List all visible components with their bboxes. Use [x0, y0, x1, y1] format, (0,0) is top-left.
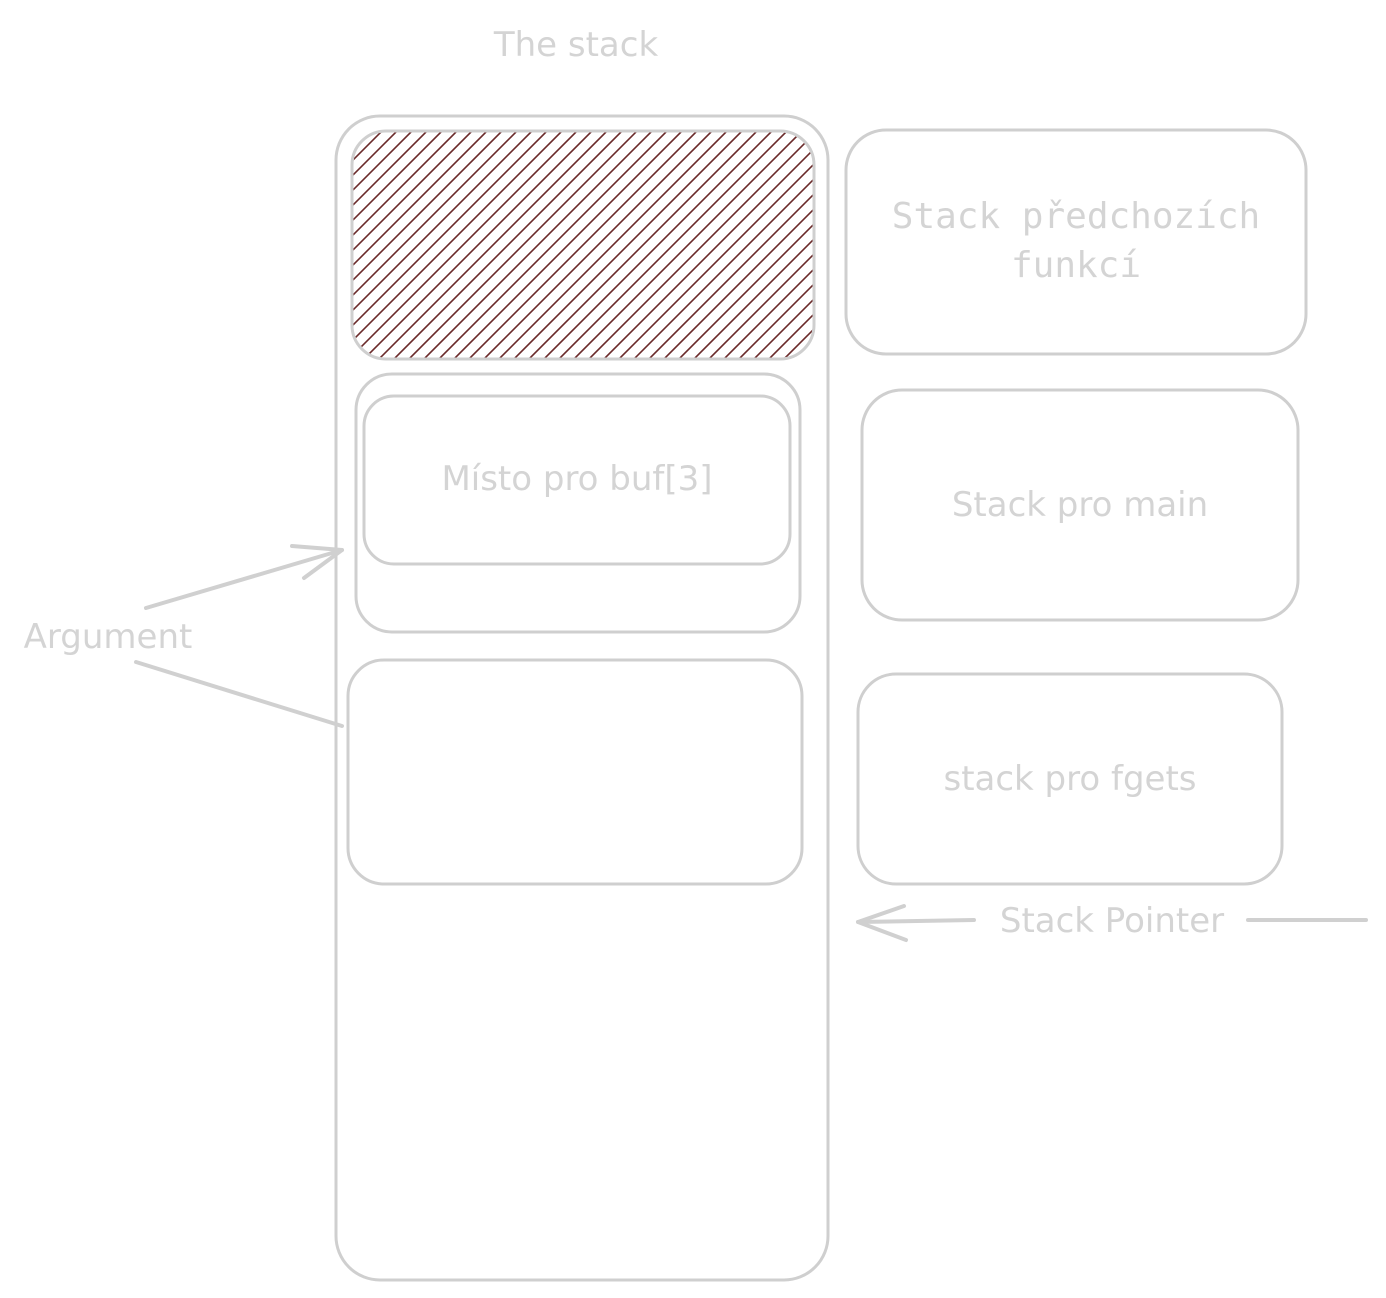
- hatch-line: [768, 131, 814, 359]
- hatch-line: [352, 131, 458, 359]
- hatch-line: [352, 131, 578, 359]
- hatch-line: [558, 131, 788, 359]
- frame-previous-functions-label: Stack předchozích: [892, 196, 1260, 237]
- hatch-line: [528, 131, 758, 359]
- hatch-line: [352, 131, 398, 359]
- hatch-line: [603, 131, 814, 359]
- hatch-line: [798, 131, 814, 359]
- hatch-line: [483, 131, 713, 359]
- hatch-line: [352, 131, 548, 359]
- stack-container: [334, 114, 830, 1282]
- argument-arrow-up: [144, 544, 344, 610]
- hatch-line: [378, 131, 608, 359]
- hatch-line: [663, 131, 814, 359]
- frame-main: [860, 388, 1300, 622]
- hatch-line: [468, 131, 698, 359]
- hatch-line: [352, 131, 353, 359]
- hatch-line: [352, 131, 383, 359]
- hatch-line: [708, 131, 814, 359]
- hatch-line: [693, 131, 814, 359]
- hatch-line: [543, 131, 773, 359]
- stack-pointer-label: Stack Pointer: [1000, 901, 1224, 941]
- frame-previous-functions: [844, 128, 1308, 356]
- hatch-line: [352, 131, 518, 359]
- hatch-line: [573, 131, 803, 359]
- hatch-line: [363, 131, 593, 359]
- argument-label: Argument: [24, 617, 193, 657]
- hatch-line: [723, 131, 814, 359]
- hatch-line: [753, 131, 814, 359]
- hatch-line: [498, 131, 728, 359]
- hatch-line: [738, 131, 814, 359]
- argument-arrow-down: [134, 660, 344, 728]
- buf-slot-label: Místo pro buf[3]: [441, 459, 712, 499]
- frame-fgets-label: stack pro fgets: [943, 759, 1196, 799]
- frame-main-label: Stack pro main: [952, 485, 1208, 525]
- empty-slot: [346, 658, 804, 886]
- hatch-line: [783, 131, 814, 359]
- hatch-line: [648, 131, 814, 359]
- hatch-line: [352, 131, 503, 359]
- stack-pointer-arrow: [856, 904, 1368, 942]
- hatch-pattern: [352, 131, 814, 359]
- hatch-line: [678, 131, 814, 359]
- hatch-line: [352, 131, 368, 359]
- hatch-line: [423, 131, 653, 359]
- hatch-line: [438, 131, 668, 359]
- hatch-line: [393, 131, 623, 359]
- hatch-line: [453, 131, 683, 359]
- hatch-line: [408, 131, 638, 359]
- frame-previous-functions-label-line2: funkcí: [1011, 245, 1141, 286]
- buf-inner-slot: [362, 394, 792, 566]
- hatch-line: [513, 131, 743, 359]
- buf-outer-slot: [354, 372, 802, 634]
- hatch-line: [352, 131, 533, 359]
- hatch-line: [352, 131, 443, 359]
- hatch-line: [352, 131, 413, 359]
- frame-fgets: [856, 672, 1284, 886]
- hatch-line: [588, 131, 814, 359]
- hatch-line: [352, 131, 473, 359]
- hatch-line: [352, 131, 428, 359]
- hatch-line: [633, 131, 814, 359]
- hatch-line: [352, 131, 488, 359]
- hatch-line: [618, 131, 814, 359]
- hatch-line: [352, 131, 563, 359]
- hatched-slot: [350, 129, 816, 361]
- diagram-title: The stack: [493, 25, 659, 65]
